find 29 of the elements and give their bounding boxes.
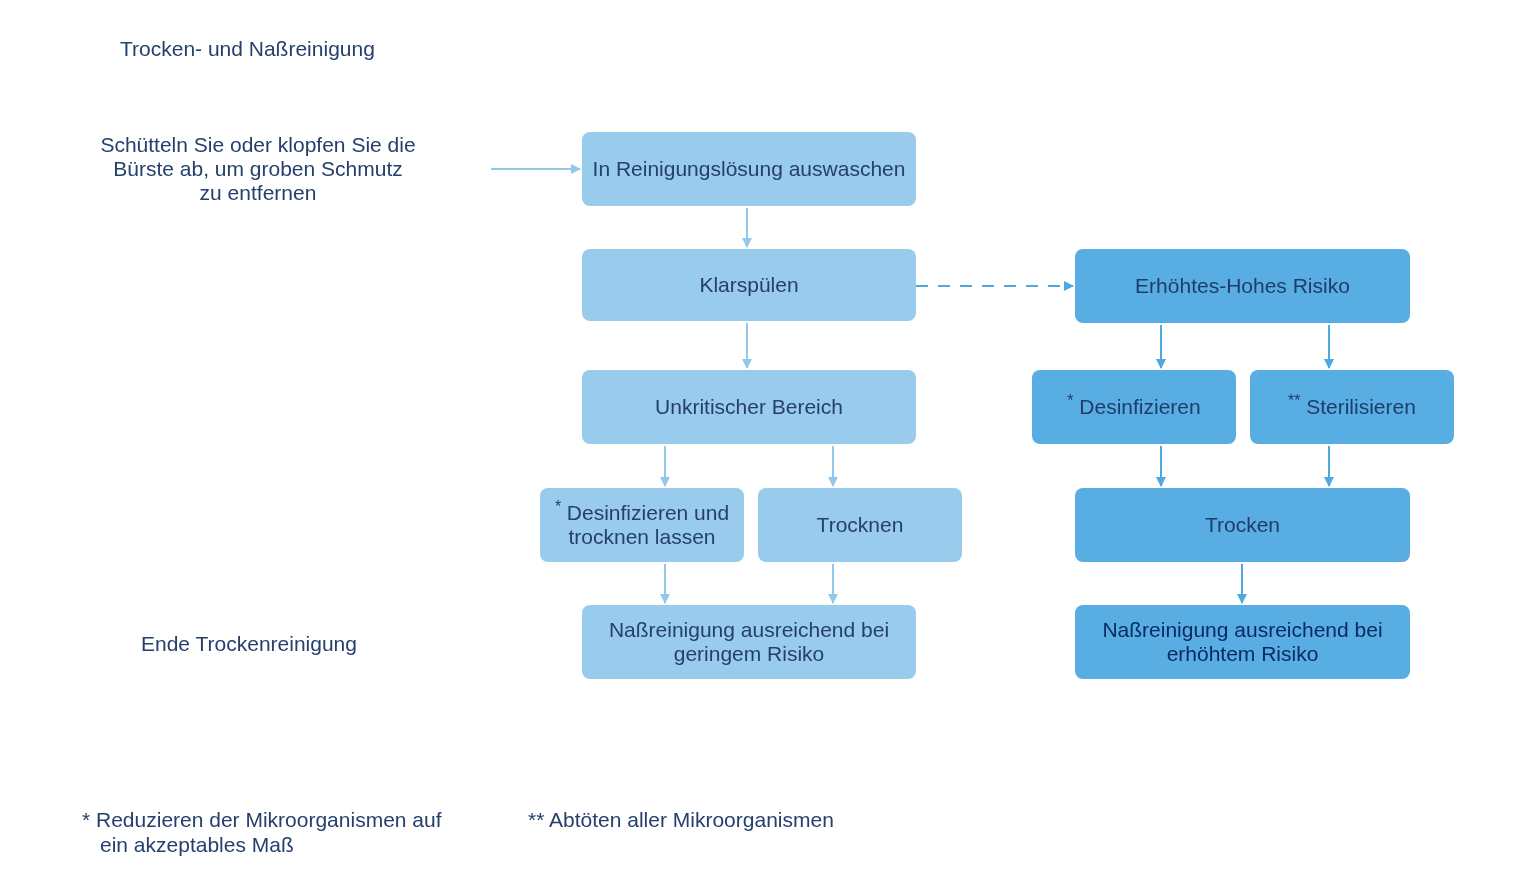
arrow — [1324, 445, 1334, 487]
process-box: Unkritischer Bereich — [582, 370, 916, 444]
diagram-title: Trocken- und Naßreinigung — [120, 36, 375, 62]
footnote: * Reduzieren der Mikroorganismen auf ein akzeptables Maß — [82, 807, 442, 857]
arrow — [828, 445, 838, 487]
process-box: Klarspülen — [582, 249, 916, 321]
arrow — [1156, 445, 1166, 487]
step-text: Schütteln Sie oder klopfen Sie die Bürste ab, um groben Schmutz zu entfernen — [100, 130, 416, 208]
process-box: Trocknen — [758, 488, 962, 562]
arrow — [1156, 324, 1166, 369]
arrow — [742, 322, 752, 369]
arrow — [742, 207, 752, 248]
arrow — [828, 563, 838, 604]
process-box: In Reinigungslösung auswaschen — [582, 132, 916, 206]
arrow — [660, 445, 670, 487]
process-box: $^{**}$ Sterilisieren — [1250, 370, 1454, 444]
arrow — [1324, 324, 1334, 369]
process-box: Naßreinigung ausreichend bei geringem Risiko — [582, 605, 916, 679]
process-box: Erhöhtes-Hohes Risiko — [1075, 249, 1410, 323]
process-box: $^{*}$ Desinfizieren und trocknen lassen — [540, 488, 744, 562]
arrow — [490, 164, 581, 174]
arrow — [1237, 563, 1247, 604]
end-note: Ende Trockenreinigung — [141, 631, 357, 657]
footnote: ** Abtöten aller Mikroorganismen — [528, 807, 834, 832]
arrow — [915, 281, 1074, 291]
process-box: Trocken — [1075, 488, 1410, 562]
arrow — [660, 563, 670, 604]
process-box: $^{*}$ Desinfizieren — [1032, 370, 1236, 444]
process-box: Naßreinigung ausreichend bei erhöhtem Risiko — [1075, 605, 1410, 679]
